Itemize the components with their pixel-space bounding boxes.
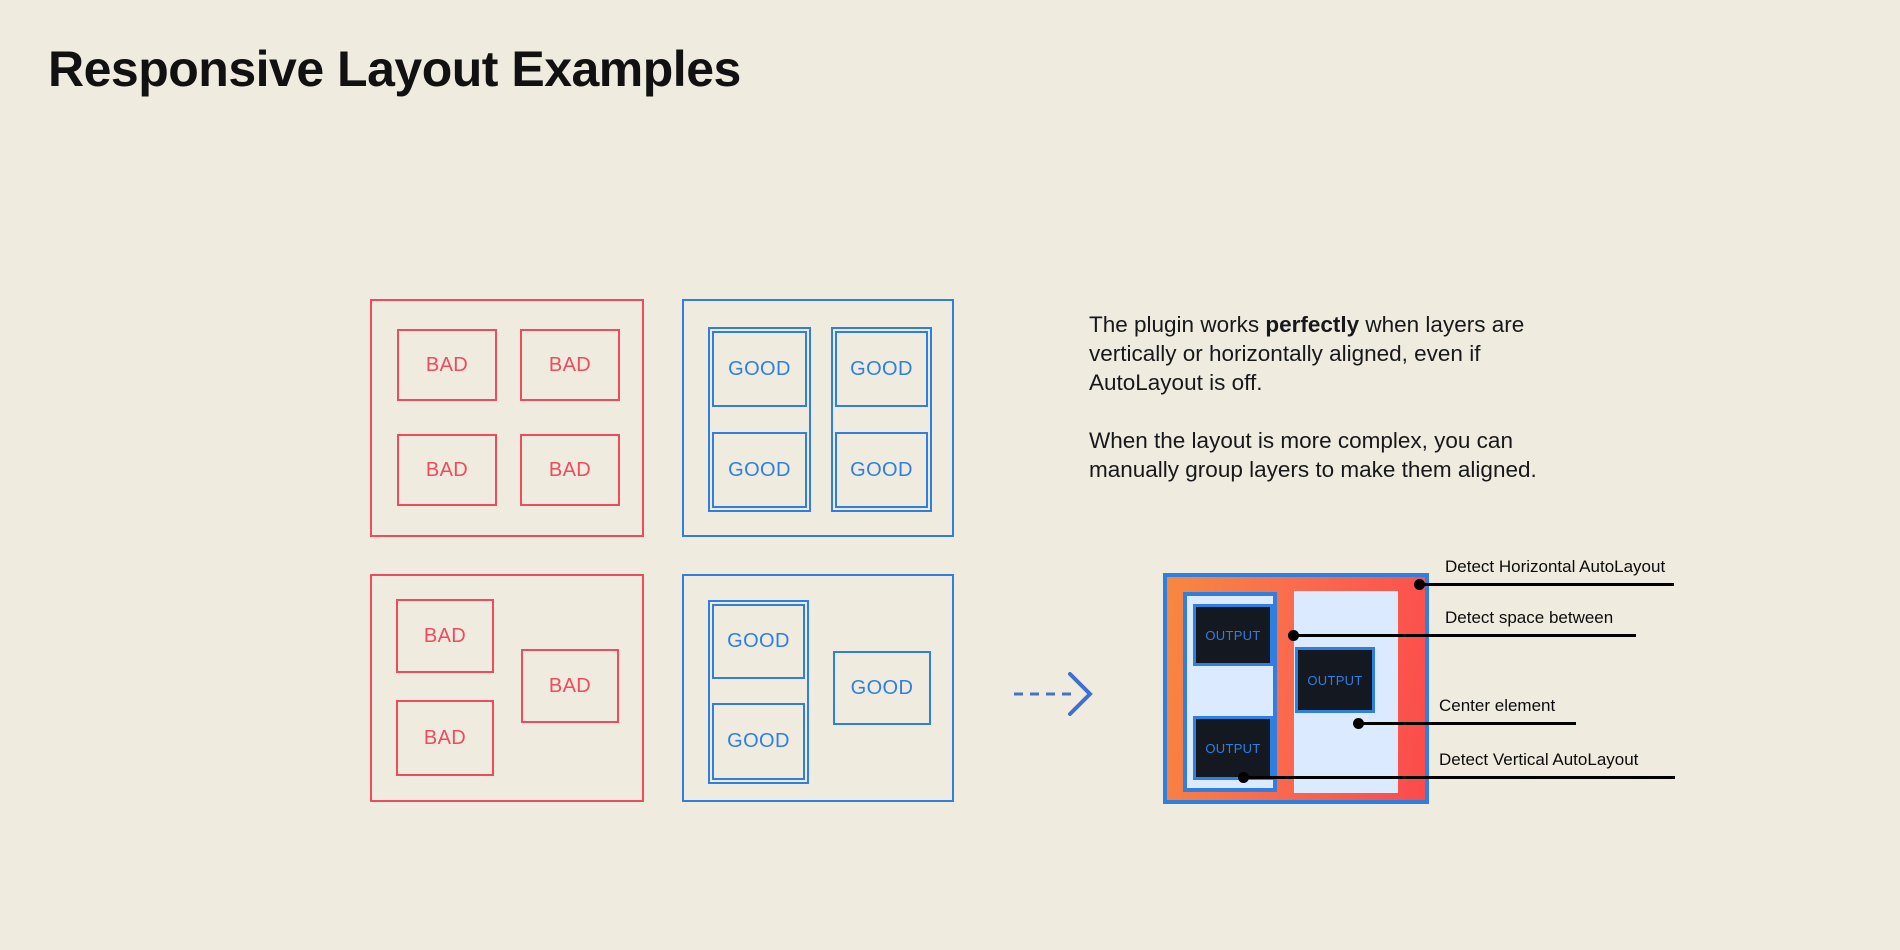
good-group-stack: [708, 600, 809, 784]
callout-anchor-dot: [1353, 718, 1364, 729]
callout-label: Detect Vertical AutoLayout: [1439, 750, 1639, 769]
bad-cell: BAD: [396, 700, 494, 776]
callout-anchor-dot: [1414, 579, 1425, 590]
dashed-arrow-right-icon: [1012, 672, 1098, 716]
bad-cell: BAD: [520, 329, 620, 401]
good-cell: GOOD: [712, 432, 807, 508]
good-cell: GOOD: [835, 331, 928, 407]
bad-cell: BAD: [396, 599, 494, 673]
paragraph-spacer: [1089, 397, 1559, 426]
description-paragraph-1: The plugin works perfectly when layers a…: [1089, 310, 1559, 397]
bad-cell: BAD: [397, 329, 497, 401]
bad-cell: BAD: [520, 434, 620, 506]
description-p1-lead: The plugin works: [1089, 312, 1266, 337]
example-bad-offset: BAD BAD BAD: [370, 574, 644, 802]
callout-label: Center element: [1439, 696, 1556, 715]
good-cell: GOOD: [712, 703, 805, 780]
good-group-column: [831, 327, 932, 512]
example-bad-grid: BAD BAD BAD BAD: [370, 299, 644, 537]
callout-leader-line: [1358, 722, 1576, 725]
good-cell: GOOD: [712, 604, 805, 679]
good-cell: GOOD: [835, 432, 928, 508]
description-block: The plugin works perfectly when layers a…: [1089, 310, 1559, 484]
page-title: Responsive Layout Examples: [48, 41, 741, 97]
callout-anchor-dot: [1288, 630, 1299, 641]
good-cell: GOOD: [712, 331, 807, 407]
callout-anchor-dot: [1238, 772, 1249, 783]
example-good-grid: GOOD GOOD GOOD GOOD: [682, 299, 954, 537]
description-paragraph-2: When the layout is more complex, you can…: [1089, 428, 1537, 482]
callout-leader-line: [1293, 634, 1636, 637]
description-p1-tail: when layers are vertically or horizontal…: [1089, 312, 1525, 395]
annotated-layout-mock: OUTPUT OUTPUT OUTPUT: [1163, 573, 1429, 804]
bad-cell: BAD: [397, 434, 497, 506]
output-box: OUTPUT: [1295, 647, 1375, 713]
example-good-offset: GOOD GOOD GOOD: [682, 574, 954, 802]
callout-leader-line: [1419, 583, 1674, 586]
description-p1-emphasis: perfectly: [1265, 312, 1360, 337]
good-cell: GOOD: [833, 651, 931, 725]
callout-label: Detect space between: [1445, 608, 1614, 627]
good-group-column: [708, 327, 811, 512]
bad-cell: BAD: [521, 649, 619, 723]
output-box: OUTPUT: [1193, 604, 1273, 666]
output-box: OUTPUT: [1193, 716, 1273, 780]
callout-label: Detect Horizontal AutoLayout: [1445, 557, 1666, 576]
callout-leader-line: [1243, 776, 1675, 779]
mock-left-column-group: OUTPUT OUTPUT: [1183, 592, 1277, 792]
